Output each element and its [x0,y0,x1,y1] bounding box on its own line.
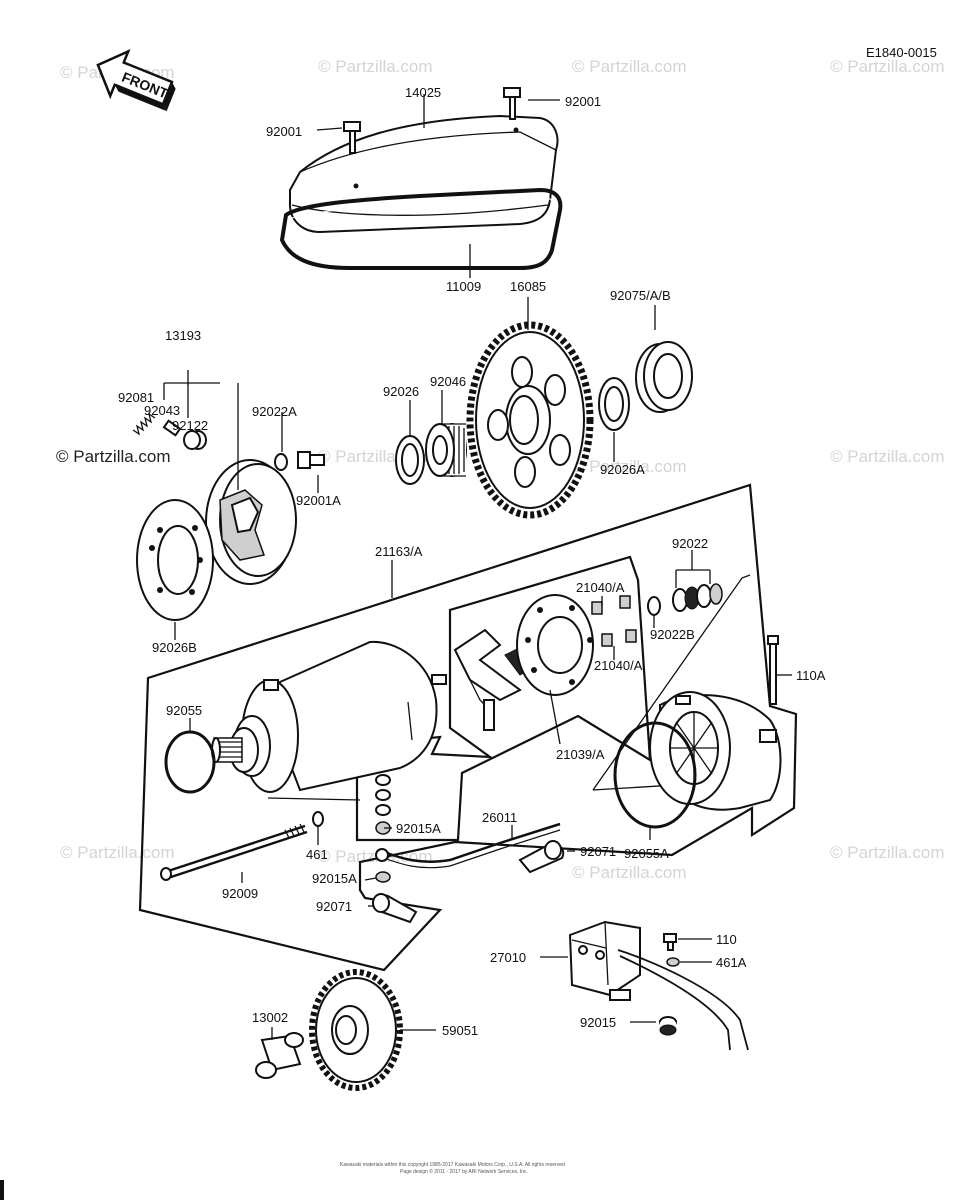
washer-461 [312,811,324,827]
label-13002: 13002 [252,1010,288,1025]
label-92022A: 92022A [252,404,297,419]
label-16085: 16085 [510,279,546,294]
label-21039: 21039/A [556,747,605,762]
washer-461A [666,957,680,967]
starter-motor [211,640,447,793]
seal-92075 [635,341,693,413]
label-92055A: 92055A [624,846,669,861]
bolt-110 [663,933,677,951]
label-92001A: 92001A [296,493,341,508]
label-92026A: 92026A [600,462,645,477]
boot-92071-right [518,840,565,874]
label-92046: 92046 [430,374,466,389]
label-92122: 92122 [172,418,208,433]
watermark: © Partzilla.com [830,57,945,76]
watermark: © Partzilla.com [830,843,945,862]
label-26011: 26011 [482,810,517,825]
brush-21040-bottom [601,629,637,647]
label-92055: 92055 [166,703,202,718]
label-27010: 27010 [490,950,526,965]
label-92015A-lower: 92015A [312,871,357,886]
label-13193: 13193 [165,328,201,343]
brush-plate-21039 [516,594,594,696]
label-14025: 14025 [405,85,441,100]
washer-92022B [647,596,661,616]
watermark: © Partzilla.com [830,447,945,466]
boot-92071-left [372,893,418,924]
brush-assembly-outline [355,555,652,842]
pin-92043 [162,419,182,437]
brush-21040-top [591,595,631,615]
roller-92122 [183,430,207,450]
o-ring-92055 [164,730,216,794]
relay-27010 [568,920,749,1051]
gear-59051 [309,969,403,1091]
nut-92015 [659,1016,677,1036]
label-92009: 92009 [222,886,258,901]
label-21040A-top: 21040/A [576,580,625,595]
watermark: © Partzilla.com [60,843,175,862]
assembly-outline-21163 [138,483,798,972]
label-59051: 59051 [442,1023,478,1038]
label-92015: 92015 [580,1015,616,1030]
clutch-housing-13193 [205,459,297,585]
bolt-92001-left [343,121,361,154]
copyright-line-2: Page design © 2011 - 2017 by ARI Network… [400,1168,528,1175]
label-21163: 21163/A [375,544,423,559]
front-arrow-icon: FRONT [96,48,176,112]
watermark-dark: © Partzilla.com [56,447,171,466]
label-92026: 92026 [383,384,419,399]
label-11009: 11009 [446,279,481,294]
end-housing [649,691,782,811]
washer-92026A [598,377,630,431]
diagram-code: E1840-0015 [866,45,937,60]
part-labels: 14025 92001 92001 11009 16085 92075/A/B … [118,85,826,1038]
washer-set-92022 [672,583,723,612]
bolt-92009 [160,823,308,881]
plate-92026B [136,499,214,621]
watermark: © Partzilla.com [572,863,687,882]
label-92022B: 92022B [650,627,695,642]
washer-92026 [395,435,425,485]
cable-26011 [375,822,561,869]
gear-16085 [466,321,594,519]
collar-13002 [255,1032,304,1079]
edge-mark [0,1180,4,1200]
label-92043: 92043 [144,403,180,418]
bolt-110A [767,635,779,705]
o-ring-92055A [613,721,697,829]
label-92026B: 92026B [152,640,197,655]
label-110: 110 [716,932,737,947]
label-92075: 92075/A/B [610,288,671,303]
bearing-92046 [425,423,467,477]
label-92081: 92081 [118,390,154,405]
gasket-11009 [279,187,563,270]
watermark: © Partzilla.com [318,57,433,76]
copyright-line-1: Kawasaki materials within this copyright… [340,1162,565,1168]
label-92071-left: 92071 [316,899,352,914]
label-110A: 110A [796,668,826,683]
bolt-92001-right [503,87,521,120]
label-21040A-bottom: 21040/A [594,658,643,673]
watermark: © Partzilla.com [572,457,687,476]
spring-92081 [132,412,156,436]
label-92015A-upper: 92015A [396,821,441,836]
leader-lines [163,94,792,1040]
label-92022: 92022 [672,536,708,551]
label-461A: 461A [716,955,747,970]
label-92071-right: 92071 [580,844,616,859]
watermark: © Partzilla.com [572,57,687,76]
bolt-92001A [297,451,325,469]
label-461: 461 [306,847,328,862]
washer-92022A [274,453,288,471]
cover-14025 [289,114,559,234]
label-92001-left: 92001 [266,124,302,139]
label-92001-right: 92001 [565,94,601,109]
